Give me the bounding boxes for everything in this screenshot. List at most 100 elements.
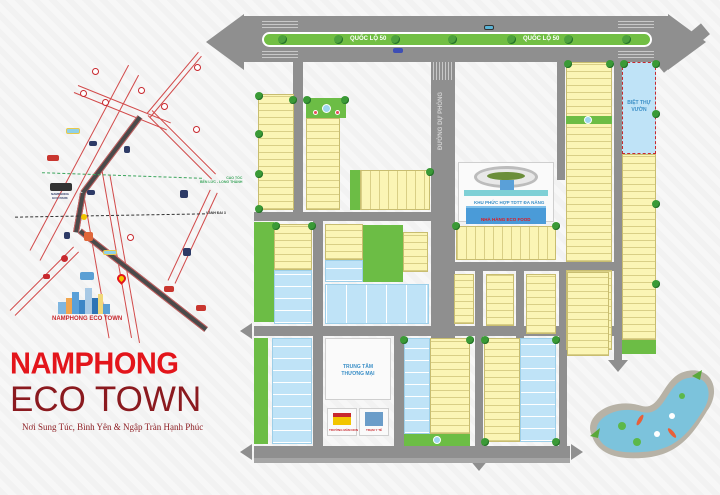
flower-icon	[335, 110, 340, 115]
road-vertical-9	[559, 265, 567, 455]
tree-icon	[652, 60, 660, 68]
project-label: NAMPHONG ECO TOWN	[52, 316, 123, 322]
crosswalk	[618, 50, 654, 58]
tree-icon	[308, 222, 316, 230]
road-line	[146, 51, 199, 114]
stadium-base	[464, 190, 548, 196]
sports-complex-label: KHU PHỨC HỢP TDTT ĐA NĂNG	[474, 200, 545, 205]
tree-icon	[255, 205, 263, 213]
road-arrow-down	[608, 360, 628, 372]
police-icon	[124, 146, 130, 153]
car-icon	[484, 25, 494, 30]
poi-marker	[161, 103, 168, 110]
lot-block	[274, 224, 312, 270]
highway-label-right: QUỐC LỘ 50	[523, 36, 560, 42]
kindergarten-building-icon	[333, 413, 351, 425]
poi-marker	[80, 90, 87, 97]
tagline: Nơi Sung Túc, Bình Yên & Ngập Tràn Hạnh …	[22, 422, 204, 432]
tree-icon	[552, 438, 560, 446]
pool-lots	[272, 338, 312, 444]
tree-icon	[552, 336, 560, 344]
location-map: CAO TỐC BẾN LỨC - LONG THÀNH VÀNH ĐAI 3 …	[0, 40, 242, 344]
tree-icon	[564, 60, 572, 68]
villa-garden-area	[622, 62, 656, 154]
lot-block	[486, 274, 514, 326]
road-arrow-left	[240, 323, 252, 339]
bus-station-icon	[164, 286, 174, 292]
tree-icon	[452, 222, 460, 230]
brand-title-line2: ECO TOWN	[10, 380, 202, 419]
eco-park-label: NAMPHONG ECO PARK	[51, 192, 69, 200]
tree-icon	[278, 35, 287, 44]
tree-icon	[426, 168, 434, 176]
car-icon	[393, 48, 403, 53]
bank-icon	[61, 255, 68, 262]
highway-label-left: QUỐC LỘ 50	[350, 36, 387, 42]
tree-icon	[652, 110, 660, 118]
road-line	[151, 110, 216, 175]
road-vertical-8	[516, 265, 524, 340]
expressway-dashed-line	[42, 172, 202, 179]
tree-icon	[507, 35, 516, 44]
road-horizontal-1	[254, 212, 454, 221]
lot-block	[258, 94, 294, 210]
lot-block	[567, 272, 609, 356]
crosswalk	[262, 50, 298, 58]
poi-marker	[138, 87, 145, 94]
flower-icon	[313, 110, 318, 115]
pool-lots	[404, 338, 430, 434]
tree-icon	[620, 60, 628, 68]
tree-icon	[606, 60, 614, 68]
tree-icon	[341, 96, 349, 104]
school-cap-icon	[87, 190, 95, 195]
fountain-icon	[322, 104, 331, 113]
stadium-icon	[103, 250, 117, 255]
road-vertical-6	[394, 330, 404, 455]
park-strip	[350, 170, 360, 210]
medical-building-icon	[365, 412, 383, 426]
tree-icon	[652, 200, 660, 208]
ring-road-label: VÀNH ĐAI 3	[206, 211, 226, 215]
road-arrow-right	[571, 444, 583, 460]
road-horizontal-3	[254, 326, 614, 336]
tree-icon	[272, 222, 280, 230]
tree-icon	[255, 92, 263, 100]
fountain-icon	[433, 436, 441, 444]
lot-block	[526, 274, 556, 334]
road-horizontal-bottom	[254, 446, 570, 458]
green-belt	[254, 338, 268, 444]
lot-block	[456, 226, 556, 260]
highway-median	[262, 32, 652, 47]
poi-marker	[194, 64, 201, 71]
road-line	[174, 192, 218, 284]
road-line	[77, 85, 171, 124]
lot-block	[360, 170, 430, 210]
road-horizontal-2	[454, 262, 620, 271]
sidewalk	[254, 458, 570, 463]
camera-icon	[43, 274, 50, 279]
hospital-icon	[84, 232, 93, 241]
commercial-center-area	[325, 338, 391, 400]
villa-garden-label: BIỆT THỰ VƯỜN	[627, 100, 651, 113]
road-vertical-7	[475, 265, 483, 455]
project-skyline-icon	[56, 288, 112, 314]
fountain-icon	[584, 116, 592, 124]
tree-icon	[564, 35, 573, 44]
lot-block	[454, 274, 474, 324]
crosswalk	[618, 20, 654, 28]
industrial-icon	[183, 248, 191, 256]
crosswalk	[433, 62, 453, 80]
market-icon	[47, 155, 59, 161]
poi-marker	[92, 68, 99, 75]
tree-icon	[255, 130, 263, 138]
road-line	[147, 115, 212, 180]
lot-block	[622, 154, 656, 340]
sports-complex-icon	[66, 128, 80, 134]
tree-icon	[481, 438, 489, 446]
tree-icon	[303, 96, 311, 104]
tree-icon	[289, 96, 297, 104]
pond	[590, 370, 715, 459]
park-area	[363, 225, 403, 282]
sports-icon	[81, 214, 87, 220]
lot-block	[325, 224, 363, 260]
